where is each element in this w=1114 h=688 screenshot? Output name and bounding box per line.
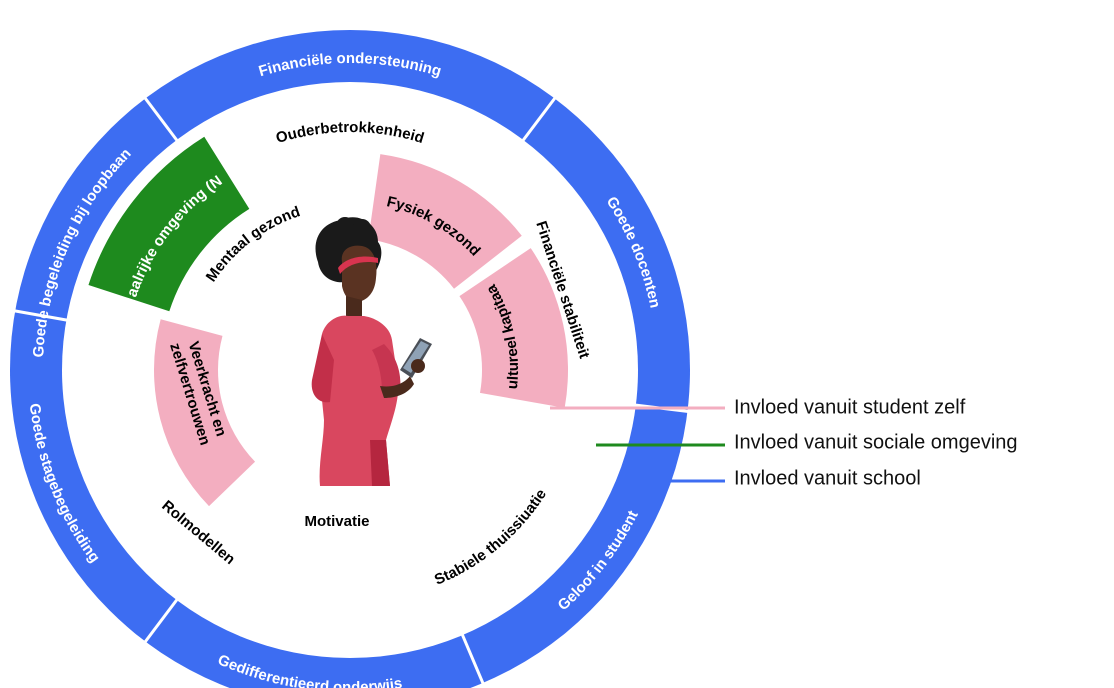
student-with-tablet-icon <box>311 217 432 486</box>
label-motivatie: Motivatie <box>304 513 369 530</box>
legend-label-2: Invloed vanuit school <box>734 467 921 489</box>
ring-divider <box>520 94 559 143</box>
legend-label-0: Invloed vanuit student zelf <box>734 396 966 418</box>
segment-veerkracht-en-zelfvertrouwen <box>153 319 256 507</box>
ring-divider <box>141 597 180 646</box>
segment-taalrijke-omgeving <box>88 136 250 312</box>
legend-label-1: Invloed vanuit sociale omgeving <box>734 431 1018 453</box>
ring-divider <box>460 632 486 688</box>
ring-divider <box>141 94 180 143</box>
segment-fysiek-gezond <box>368 154 522 289</box>
segment-cultureel-kapitaal <box>459 248 568 408</box>
ring-divider <box>10 308 69 322</box>
